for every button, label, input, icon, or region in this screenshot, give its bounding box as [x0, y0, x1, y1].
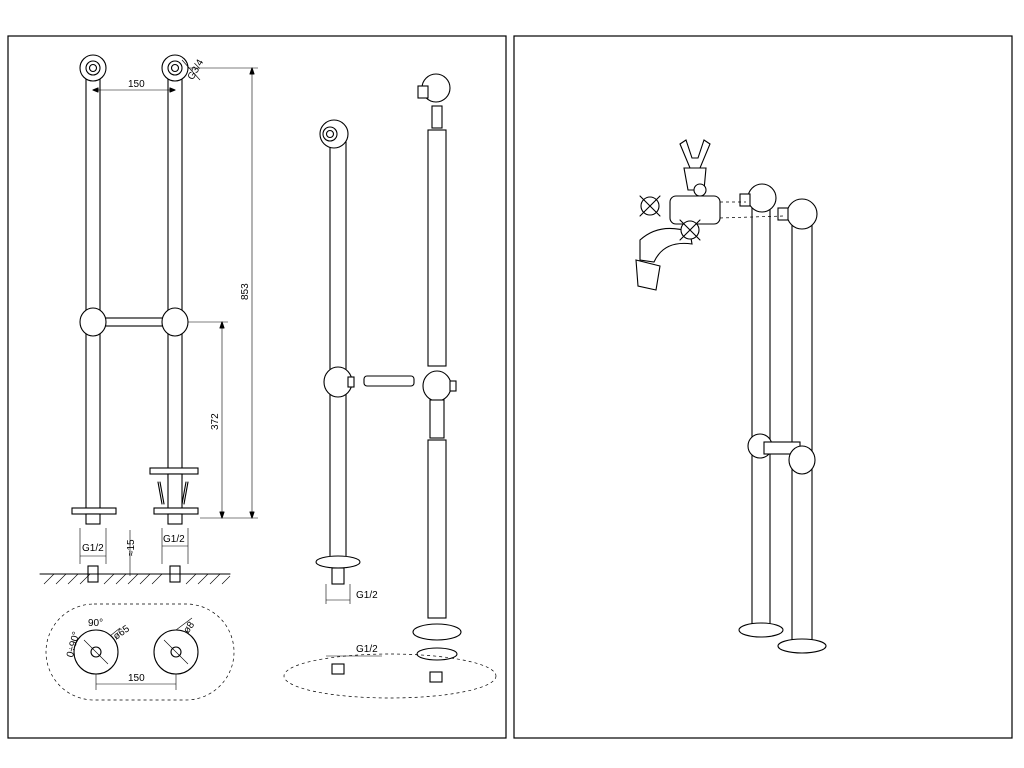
perspective-view-drawing: [635, 139, 827, 654]
right-leg-tube: [167, 77, 183, 479]
exploded-left-tube: [329, 141, 347, 559]
exploded-cross-bar: [363, 375, 415, 387]
perspective-front-elbow: [786, 198, 818, 230]
bath-faucet-mixer: [635, 139, 785, 291]
left-base-flange: [71, 507, 117, 515]
right-upper-flange: [149, 467, 199, 475]
right-base-flange: [153, 507, 199, 515]
right-joint-ball: [161, 307, 189, 337]
perspective-back-elbow: [747, 183, 777, 213]
cross-bar: [103, 317, 165, 327]
front-view-drawing: 150 G3/4 853 372 G1/2 G1/2 ≈15: [39, 54, 258, 585]
dim-thread-right: G1/2: [163, 534, 185, 545]
perspective-joint: [788, 445, 816, 475]
dim-top-spacing: 150: [128, 79, 145, 90]
left-leg-tube: [85, 77, 101, 511]
dim-bar-height: 372: [210, 413, 221, 430]
exploded-view-drawing: G1/2 G1/2: [283, 73, 497, 699]
dim-exploded-thread-1: G1/2: [356, 590, 378, 601]
exploded-right-lower-tube: [427, 439, 447, 619]
exploded-base-outline: [283, 653, 497, 699]
exploded-left-flange: [315, 555, 361, 569]
exploded-right-joint: [422, 370, 452, 402]
dim-exploded-thread-2: G1/2: [356, 644, 378, 655]
perspective-back-leg: [751, 207, 771, 627]
exploded-right-upper-tube: [427, 129, 447, 367]
dim-embed-depth: ≈15: [126, 539, 137, 556]
perspective-front-leg: [791, 223, 813, 643]
dim-rotation: 90°: [88, 618, 103, 629]
dim-base-spacing: 150: [128, 673, 145, 684]
perspective-back-flange: [738, 622, 784, 638]
exploded-right-flange: [412, 623, 462, 641]
dim-total-height: 853: [240, 283, 251, 300]
left-joint-ball: [79, 307, 107, 337]
dim-thread-left: G1/2: [82, 543, 104, 554]
perspective-front-flange: [777, 638, 827, 654]
